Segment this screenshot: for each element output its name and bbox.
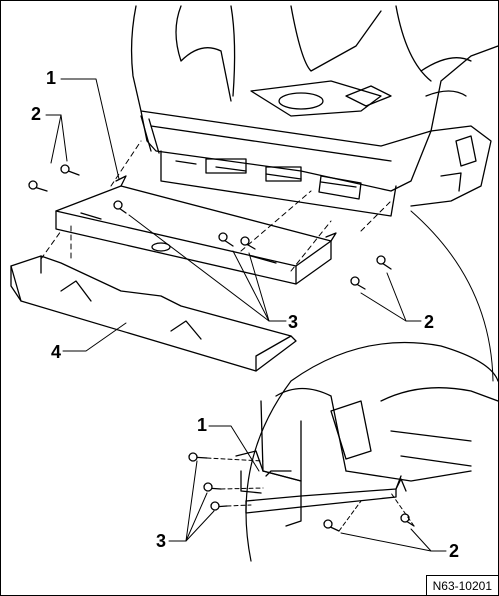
bolt: [240, 236, 256, 250]
guide-lines: [40, 140, 392, 272]
callout-1-carrier: 1: [46, 68, 57, 88]
bolts-top: [28, 164, 392, 290]
callout-1-inset: 1: [197, 415, 208, 435]
bolt: [188, 452, 208, 462]
bolt: [28, 180, 48, 192]
impact-absorber: [10, 255, 297, 372]
bolt: [376, 255, 392, 270]
leader-lines-top: [45, 78, 422, 352]
detail-inset: [235, 341, 498, 562]
guide-lines-inset: [206, 457, 415, 532]
callout-2-inset: 2: [449, 541, 460, 561]
bolts-inset: [188, 452, 415, 532]
bolt: [203, 482, 222, 492]
figure-id-label: N63-10201: [425, 575, 498, 595]
bumper-carrier: [55, 175, 337, 285]
leader-lines-inset: [168, 425, 447, 552]
callout-4-impact-absorber: 4: [51, 342, 62, 362]
bolt: [323, 519, 340, 532]
bolt: [113, 200, 127, 214]
bolt: [350, 276, 366, 290]
bolt: [60, 164, 80, 176]
bolt: [400, 513, 415, 527]
callout-3-inset: 3: [156, 531, 167, 551]
callout-3-bolts: 3: [288, 312, 299, 332]
bolt: [210, 501, 228, 511]
callout-2-bolts-left: 2: [31, 104, 42, 124]
callout-2-bolts-right: 2: [424, 312, 435, 332]
magnifier-arc: [410, 210, 494, 382]
vehicle-rear-body: [130, 5, 498, 217]
bolt: [218, 232, 234, 247]
